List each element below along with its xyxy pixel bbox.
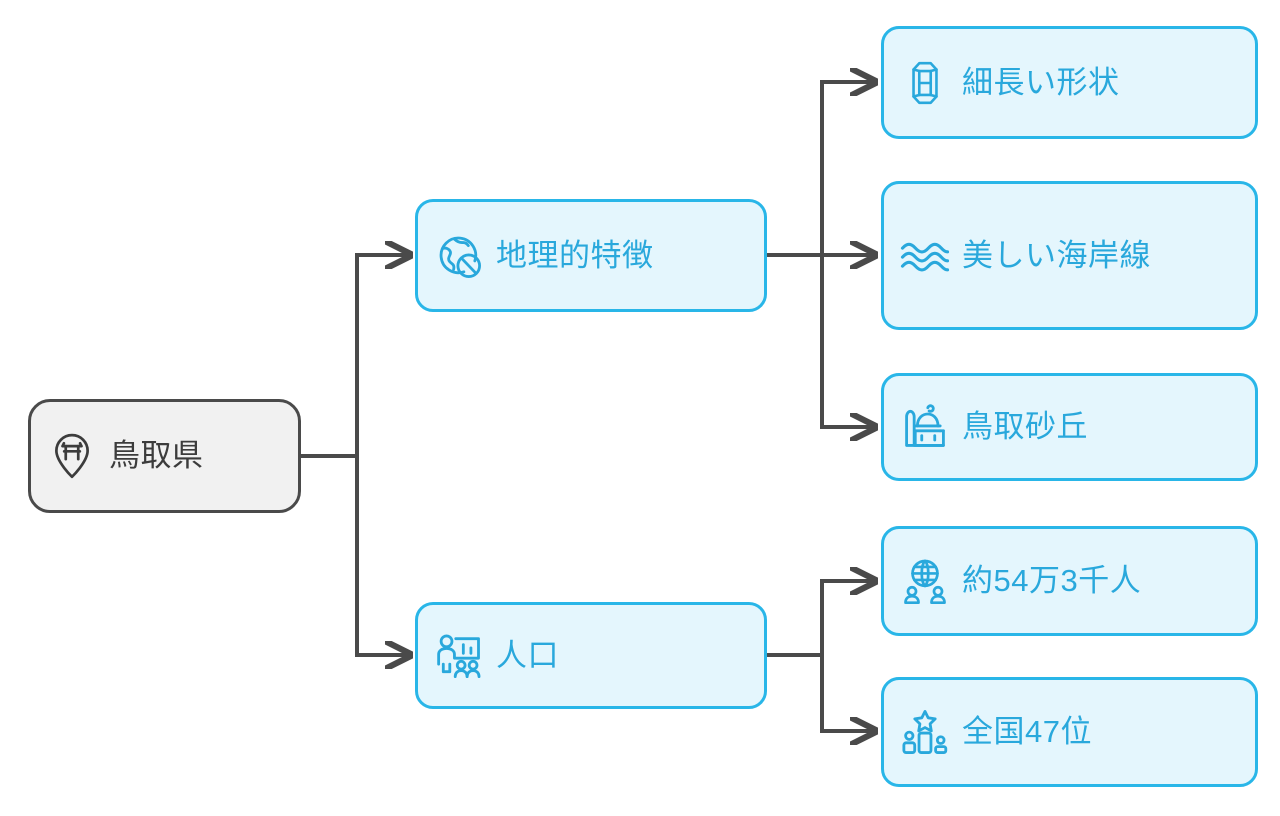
branch-label-population: 人口	[496, 637, 559, 673]
waves-icon	[898, 229, 952, 283]
leaf-label-population-count: 約54万3千人	[962, 563, 1142, 599]
branch-node-population[interactable]: 人口	[415, 602, 767, 709]
branch-node-geography[interactable]: 地理的特徴	[415, 199, 767, 312]
leaf-node-shape[interactable]: 細長い形状	[881, 26, 1258, 139]
leaf-node-coastline[interactable]: 美しい海岸線	[881, 181, 1258, 330]
globe-people-icon	[898, 554, 952, 608]
leaf-label-shape: 細長い形状	[962, 64, 1120, 100]
leaf-label-national-rank: 全国47位	[962, 714, 1092, 750]
leaf-node-population-count[interactable]: 約54万3千人	[881, 526, 1258, 636]
prism-box-icon	[898, 56, 952, 110]
landmark-dome-icon	[898, 400, 952, 454]
branch-label-geography: 地理的特徴	[496, 237, 654, 273]
leaf-label-dunes: 鳥取砂丘	[962, 409, 1088, 445]
presenter-chart-icon	[432, 629, 486, 683]
leaf-node-national-rank[interactable]: 全国47位	[881, 677, 1258, 787]
root-label: 鳥取県	[109, 438, 204, 474]
root-node[interactable]: 鳥取県	[28, 399, 301, 513]
leaf-node-dunes[interactable]: 鳥取砂丘	[881, 373, 1258, 481]
podium-star-icon	[898, 705, 952, 759]
leaf-label-coastline: 美しい海岸線	[962, 237, 1151, 273]
globe-prohibited-icon	[432, 229, 486, 283]
map-pin-torii-icon	[45, 429, 99, 483]
